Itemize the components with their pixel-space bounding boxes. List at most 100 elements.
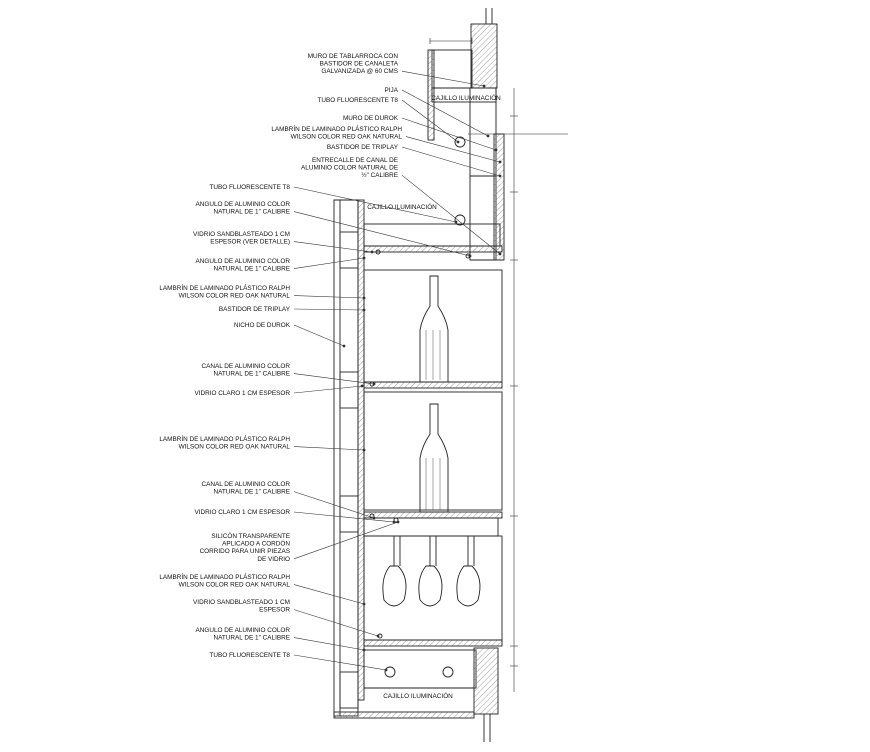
leader-dot [362,308,366,312]
leader-line [293,609,379,637]
annotation-text: SILICÓN TRANSPARENTE [211,531,290,540]
annotation-text: BASTIDOR DE TRIPLAY [327,144,399,151]
leader-line [293,637,365,651]
annotation-text: BASTIDOR DE TRIPLAY [219,306,291,313]
niche-lower [363,535,503,647]
bottom-cajillo [339,647,499,742]
annotation-text: ANGULO DE ALUMINIO COLOR [196,258,291,265]
annotation-muro-durok: MURO DE DUROK [343,115,498,152]
annotation-text: MURO DE DUROK [343,115,399,122]
tube-top [454,136,466,148]
leader-dot [362,602,366,606]
leader-dot [482,84,486,88]
annotation-tubo-fluorescente-mid: TUBO FLUORESCENTE T8 [210,184,458,224]
tube-mid [454,214,466,226]
leader-line [293,295,365,299]
leader-dot [468,254,472,258]
niche-upper [339,269,503,409]
leader-dot [360,384,364,388]
wine-bottle-upper [419,275,449,383]
wine-glass-2 [418,536,443,607]
tube-bottom-2 [442,666,454,678]
leader-dot [372,516,376,520]
annotation-text: GALVANIZADA @ 60 CMS [321,68,398,75]
annotation-text: PIJA [385,87,399,94]
cajillo-mid-label: CAJILLO ILUMINACIÓN [367,202,437,211]
wine-glass-3 [456,536,481,607]
annotation-text: NATURAL DE 1" CALIBRE [214,209,291,216]
leader-line [405,136,501,163]
leader-line [401,89,489,137]
annotation-text: TUBO FLUORESCENTE T8 [210,652,291,659]
annotation-text: CORRIDO PARA UNIR PIEZAS [200,548,290,555]
annotation-lambrin-mid: LAMBRÍN DE LAMINADO PLÁSTICO RALPHWILSON… [159,283,366,300]
cajillo-bottom-label: CAJILLO ILUMINACIÓN [383,691,453,700]
annotation-nicho-durok: NICHO DE DUROK [234,322,346,348]
annotation-lambrin-top: LAMBRÍN DE LAMINADO PLÁSTICO RALPHWILSON… [271,124,502,164]
annotation-text: TUBO FLUORESCENTE T8 [210,184,291,191]
annotation-text: NATURAL DE 1" CALIBRE [214,489,291,496]
annotation-text: WILSON COLOR RED OAK NATURAL [179,444,291,451]
annotation-text: BASTIDOR DE CANALETA [320,61,399,68]
leader-dot [498,160,502,164]
leader-line [293,241,373,253]
leader-dot [456,140,460,144]
annotation-text: LAMBRÍN DE LAMINADO PLÁSTICO RALPH [271,124,402,133]
annotation-lambrin-low: LAMBRÍN DE LAMINADO PLÁSTICO RALPHWILSON… [159,434,366,452]
tube-bottom-1 [384,666,396,678]
upper-cajillo [431,87,568,261]
wine-bottle-middle [419,403,449,513]
annotation-text: ESPESOR (VER DETALLE) [210,239,290,246]
annotation-text: VIDRIO SANDBLASTEADO 1 CM [193,599,290,606]
leader-dot [376,634,380,638]
leader-dot [362,256,366,260]
leader-line [293,521,399,560]
annotation-text: NATURAL DE 1" CALIBRE [214,635,291,642]
annotation-lambrin-bottom: LAMBRÍN DE LAMINADO PLÁSTICO RALPHWILSON… [159,572,366,606]
annotation-vidrio-claro-2: VIDRIO CLARO 1 CM ESPESOR [194,509,396,524]
annotation-text: NATURAL DE 1" CALIBRE [214,266,291,273]
annotation-text: VIDRIO CLARO 1 CM ESPESOR [194,509,290,516]
annotation-text: ESPESOR [259,607,290,614]
leader-line [293,511,395,523]
leader-line [293,446,365,451]
annotation-text: LAMBRÍN DE LAMINADO PLÁSTICO RALPH [159,572,290,581]
leader-dot [498,174,502,178]
annotation-text: WILSON COLOR RED OAK NATURAL [291,134,403,141]
upper-wall-tablaroca [427,8,498,141]
leader-line [293,654,387,671]
bottles-and-glasses [382,275,481,607]
annotation-text: WILSON COLOR RED OAK NATURAL [179,293,291,300]
annotation-pija: PIJA [385,87,490,138]
annotation-text: TUBO FLUORESCENTE T8 [318,97,399,104]
leader-line [293,373,375,385]
annotation-text: DE VIDRIO [257,556,290,563]
annotation-text: LAMBRÍN DE LAMINADO PLÁSTICO RALPH [159,283,290,292]
leader-dot [486,134,490,138]
leader-line [293,584,365,605]
leader-dot [498,252,502,256]
leader-dot [494,148,498,152]
mid-cajillo [363,223,503,253]
niche-middle [339,391,503,537]
leader-dot [370,250,374,254]
annotation-text: ANGULO DE ALUMINIO COLOR [196,627,291,634]
leader-dot [384,668,388,672]
annotation-text: LAMBRÍN DE LAMINADO PLÁSTICO RALPH [159,434,290,443]
leader-line [401,99,459,143]
annotation-text: CANAL DE ALUMINIO COLOR [201,363,290,370]
wine-glass-1 [382,536,407,607]
annotation-text: VIDRIO SANDBLASTEADO 1 CM [193,231,290,238]
leader-dot [372,382,376,386]
annotation-text: APLICADO A CORDÓN [222,539,290,548]
leader-line [401,174,501,255]
